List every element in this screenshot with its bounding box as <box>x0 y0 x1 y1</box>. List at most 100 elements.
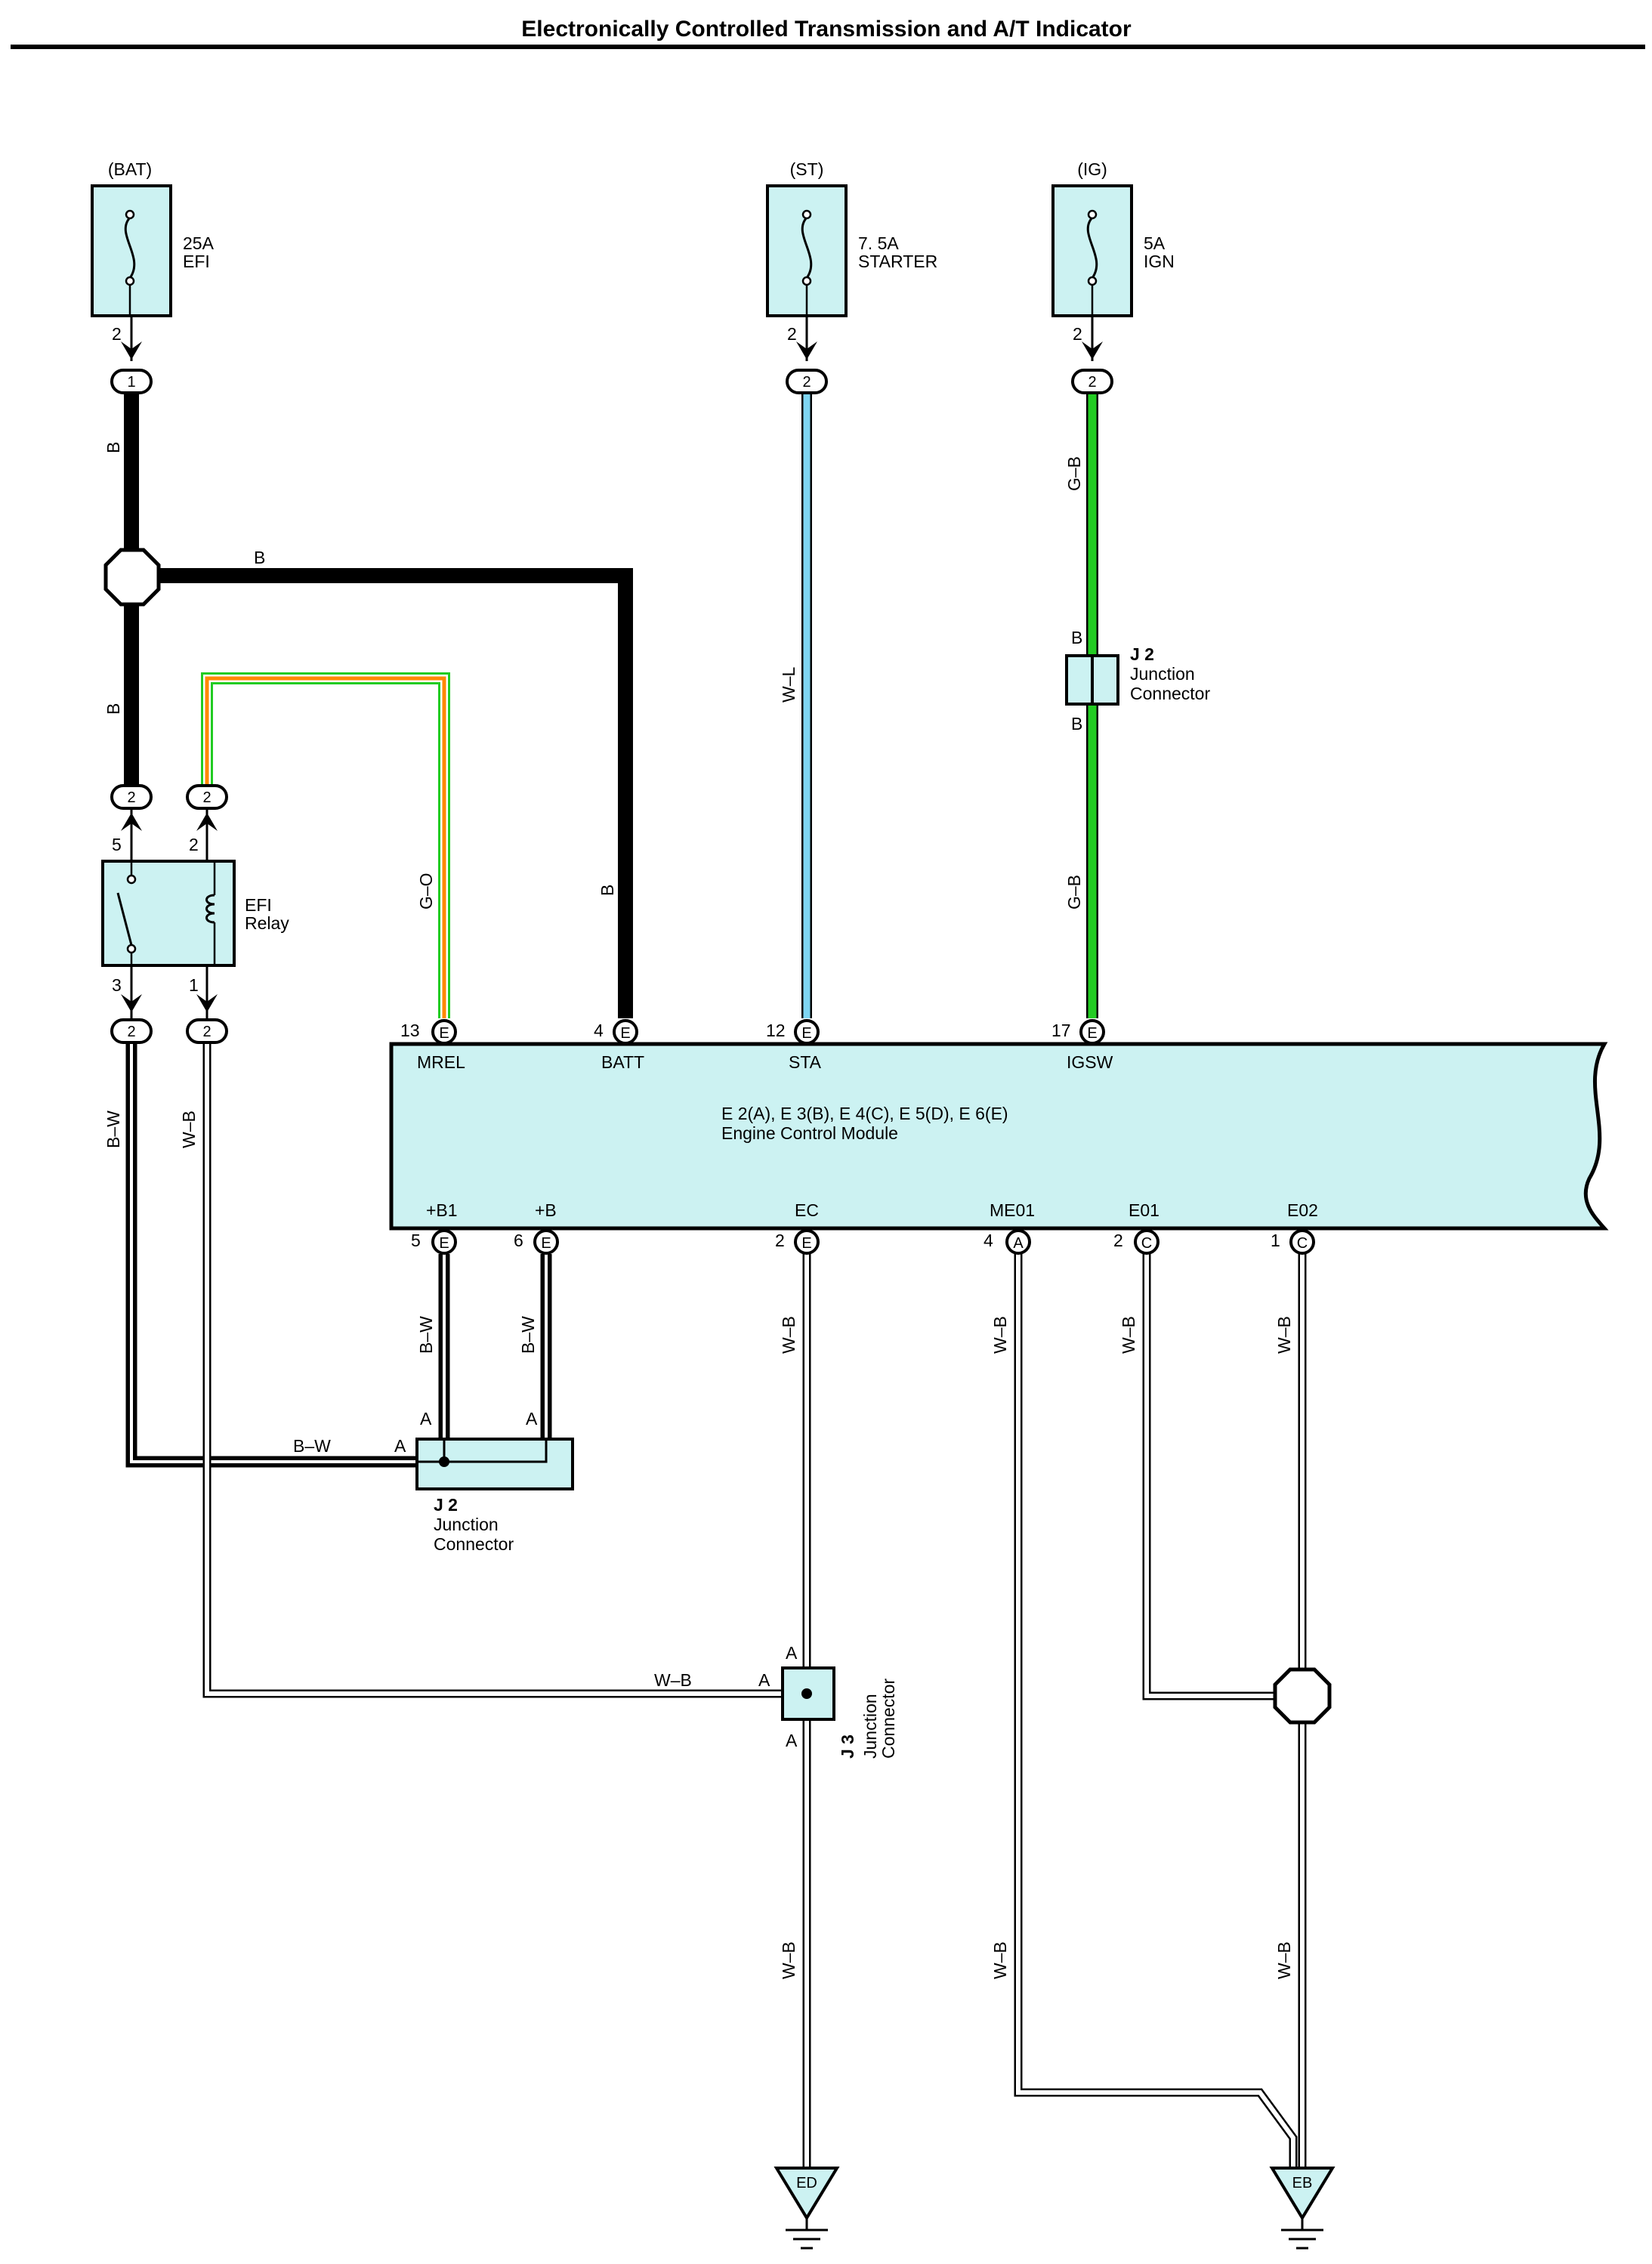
label-w-b-lower-me01: W–B <box>990 1941 1010 1979</box>
fuse-efi-source: (BAT) <box>108 159 152 179</box>
svg-text:A: A <box>394 1436 406 1456</box>
splice-bat <box>103 548 161 607</box>
label-w-b-ed: W–B <box>779 1941 798 1979</box>
svg-text:+B1: +B1 <box>426 1200 458 1220</box>
svg-text:EB: EB <box>1292 2175 1313 2191</box>
svg-text:5: 5 <box>112 835 122 854</box>
svg-text:C: C <box>1141 1235 1152 1252</box>
svg-text:E: E <box>541 1235 551 1252</box>
efi-relay-label-2: Relay <box>245 913 289 933</box>
svg-text:STA: STA <box>789 1052 822 1072</box>
svg-text:17: 17 <box>1051 1021 1071 1040</box>
label-w-b-e02: W–B <box>1274 1316 1294 1354</box>
fuse-ign-rating: 5A <box>1144 233 1166 253</box>
label-b-horizontal: B <box>254 548 265 567</box>
ecm-subtitle: Engine Control Module <box>721 1123 898 1143</box>
svg-text:1: 1 <box>1271 1231 1280 1250</box>
svg-text:B: B <box>1071 714 1082 734</box>
wire-g-o <box>201 672 450 1018</box>
label-w-b-eb: W–B <box>1274 1941 1294 1979</box>
fuse-starter: (ST) 7. 5A STARTER 2 <box>766 159 937 361</box>
svg-text:J 3: J 3 <box>838 1734 857 1759</box>
diagram-title: Electronically Controlled Transmission a… <box>521 17 1132 42</box>
splice-ground <box>1273 1667 1332 1725</box>
svg-text:A: A <box>420 1409 432 1429</box>
wire-w-b-relay <box>202 1042 783 1698</box>
label-b-w-b: B–W <box>518 1316 538 1354</box>
svg-text:E: E <box>801 1025 811 1042</box>
svg-text:E01: E01 <box>1129 1200 1159 1220</box>
ecm-title: E 2(A), E 3(B), E 4(C), E 5(D), E 6(E) <box>721 1104 1008 1123</box>
svg-text:ME01: ME01 <box>990 1200 1035 1220</box>
fuse-ign-name: IGN <box>1144 252 1175 271</box>
fuse-ign-source: (IG) <box>1077 159 1107 179</box>
fuse-efi-name: EFI <box>183 252 210 271</box>
fuse-efi-pin: 2 <box>112 324 122 344</box>
svg-text:EC: EC <box>795 1200 819 1220</box>
ecm-pin-sta: 12 E STA <box>766 1019 822 1072</box>
svg-text:1: 1 <box>189 975 199 995</box>
connector-st-2: 2 <box>786 369 828 394</box>
svg-text:Junction: Junction <box>434 1515 499 1534</box>
svg-text:4: 4 <box>594 1021 604 1040</box>
svg-text:1: 1 <box>127 374 135 391</box>
wire-bat-b <box>124 393 633 1018</box>
svg-text:Connector: Connector <box>1130 684 1210 703</box>
label-w-l: W–L <box>779 667 798 703</box>
label-w-b-e01: W–B <box>1119 1316 1138 1354</box>
svg-text:2: 2 <box>202 1024 211 1040</box>
svg-text:3: 3 <box>112 975 122 995</box>
label-b-top: B <box>103 442 123 453</box>
svg-text:2: 2 <box>202 789 211 806</box>
label-b-w-left: B–W <box>103 1110 123 1148</box>
label-w-b-left: W–B <box>179 1110 199 1148</box>
svg-text:A: A <box>526 1409 538 1429</box>
ecm-pin-b: +B 6 E <box>514 1200 559 1255</box>
svg-text:ED: ED <box>796 2175 817 2191</box>
svg-text:2: 2 <box>127 1024 135 1040</box>
svg-text:B: B <box>1071 628 1082 647</box>
label-b-w-b1: B–W <box>416 1316 436 1354</box>
ecm-pin-igsw: 17 E IGSW <box>1051 1019 1113 1072</box>
wire-b-w-relay <box>125 1042 417 1468</box>
svg-text:Junction: Junction <box>860 1694 880 1759</box>
ecm-pin-me01: ME01 4 A <box>983 1200 1035 1255</box>
ecm-pin-batt: 4 E BATT <box>594 1019 644 1072</box>
fuse-starter-rating: 7. 5A <box>858 233 899 253</box>
svg-text:E02: E02 <box>1287 1200 1318 1220</box>
efi-relay-label: EFI <box>245 895 272 915</box>
svg-text:Connector: Connector <box>434 1534 514 1554</box>
ecm-pin-e01: E01 2 C <box>1113 1200 1159 1255</box>
svg-text:E: E <box>439 1025 449 1042</box>
svg-text:2: 2 <box>775 1231 785 1250</box>
svg-text:2: 2 <box>189 835 199 854</box>
svg-text:A: A <box>786 1643 798 1663</box>
svg-text:2: 2 <box>1113 1231 1123 1250</box>
fuse-starter-pin: 2 <box>787 324 797 344</box>
ecm-pin-mrel: 13 E MREL <box>400 1019 465 1072</box>
label-g-o: G–O <box>416 873 436 910</box>
svg-text:Junction: Junction <box>1130 664 1195 684</box>
engine-control-module: E 2(A), E 3(B), E 4(C), E 5(D), E 6(E) E… <box>389 1042 1609 1231</box>
svg-text:12: 12 <box>766 1021 786 1040</box>
label-g-b-bottom: G–B <box>1064 875 1084 910</box>
svg-text:A: A <box>758 1670 770 1690</box>
ground-ed: ED <box>774 2167 840 2250</box>
label-g-b-top: G–B <box>1064 456 1084 491</box>
svg-text:E: E <box>801 1235 811 1252</box>
svg-text:MREL: MREL <box>417 1052 465 1072</box>
wire-w-b-me01 <box>1014 1254 1298 2168</box>
svg-text:E: E <box>620 1025 630 1042</box>
svg-text:J 2: J 2 <box>434 1495 458 1515</box>
svg-text:BATT: BATT <box>601 1052 644 1072</box>
label-batt-b: B <box>597 885 617 896</box>
label-w-b-h: W–B <box>654 1670 692 1690</box>
svg-text:2: 2 <box>1088 374 1096 391</box>
svg-text:5: 5 <box>411 1231 421 1250</box>
svg-text:E: E <box>439 1235 449 1252</box>
junction-j2-bottom: A A A J 2 Junction Connector <box>394 1409 574 1554</box>
svg-text:2: 2 <box>127 789 135 806</box>
svg-text:4: 4 <box>983 1231 993 1250</box>
svg-text:2: 2 <box>802 374 811 391</box>
